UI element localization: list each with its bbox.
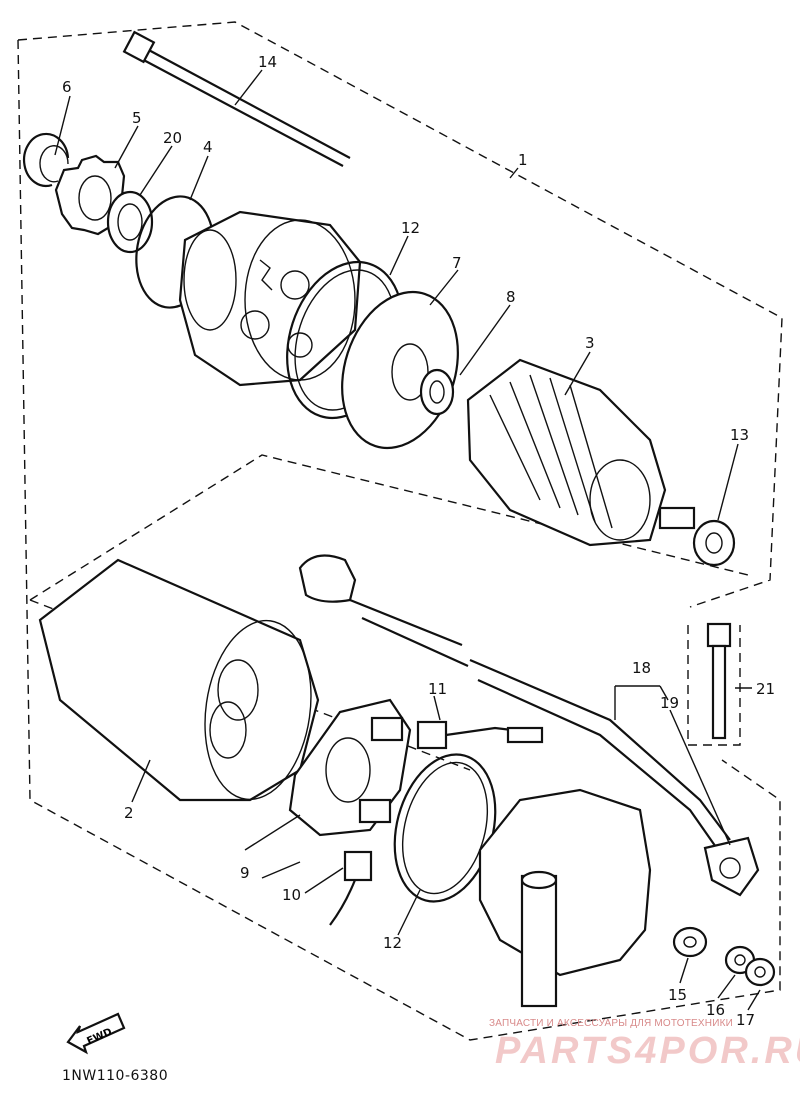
callout-9: 9	[240, 864, 250, 882]
terminal-11	[416, 720, 544, 750]
armature	[466, 358, 696, 547]
callout-10: 10	[282, 886, 301, 904]
callouts: 14 6 5 20 4 1 12 7 8 3 13 2 11 18 19 21 …	[62, 53, 775, 1029]
leader-lines	[54, 69, 761, 1011]
brush-10	[329, 850, 373, 926]
callout-12-lower: 12	[383, 934, 402, 952]
brush-holder	[288, 698, 412, 837]
callout-13: 13	[730, 426, 749, 444]
drawing-code: 1NW110-6380	[62, 1068, 169, 1084]
washer-13	[692, 519, 736, 567]
assembly-boundary	[17, 21, 783, 1041]
gear-housing	[178, 210, 362, 387]
callout-3: 3	[585, 334, 595, 352]
bearing-washer	[106, 190, 154, 254]
callout-14: 14	[258, 53, 277, 71]
callout-18: 18	[632, 659, 651, 677]
nut-15	[672, 926, 708, 958]
nut-17	[744, 957, 776, 987]
callout-6: 6	[62, 78, 72, 96]
callout-11: 11	[428, 680, 447, 698]
callout-1: 1	[518, 151, 528, 169]
callout-15: 15	[668, 986, 687, 1004]
callout-4: 4	[203, 138, 213, 156]
fwd-arrow: FWD	[66, 1012, 126, 1055]
callout-16: 16	[706, 1001, 725, 1019]
callout-20: 20	[163, 129, 182, 147]
rear-cover	[478, 788, 652, 1008]
callout-5: 5	[132, 109, 142, 127]
circlip	[22, 132, 70, 188]
callout-19: 19	[660, 694, 679, 712]
callout-2: 2	[124, 804, 134, 822]
callout-8: 8	[506, 288, 516, 306]
lead-wire	[298, 554, 760, 897]
pinion-gear	[54, 154, 126, 236]
watermark-caption: ЗАПЧАСТИ И АКСЕССУАРЫ ДЛЯ МОТОТЕХНИКИ	[489, 1018, 734, 1029]
callout-17: 17	[736, 1011, 755, 1029]
bolt-21	[706, 622, 732, 740]
callout-21: 21	[756, 680, 775, 698]
through-bolt	[122, 30, 351, 167]
washer-8	[419, 368, 455, 416]
callout-7: 7	[452, 254, 462, 272]
watermark-logo: PARTS4POR.RU	[495, 1030, 800, 1072]
yoke-housing	[38, 558, 320, 802]
callout-12-upper: 12	[401, 219, 420, 237]
